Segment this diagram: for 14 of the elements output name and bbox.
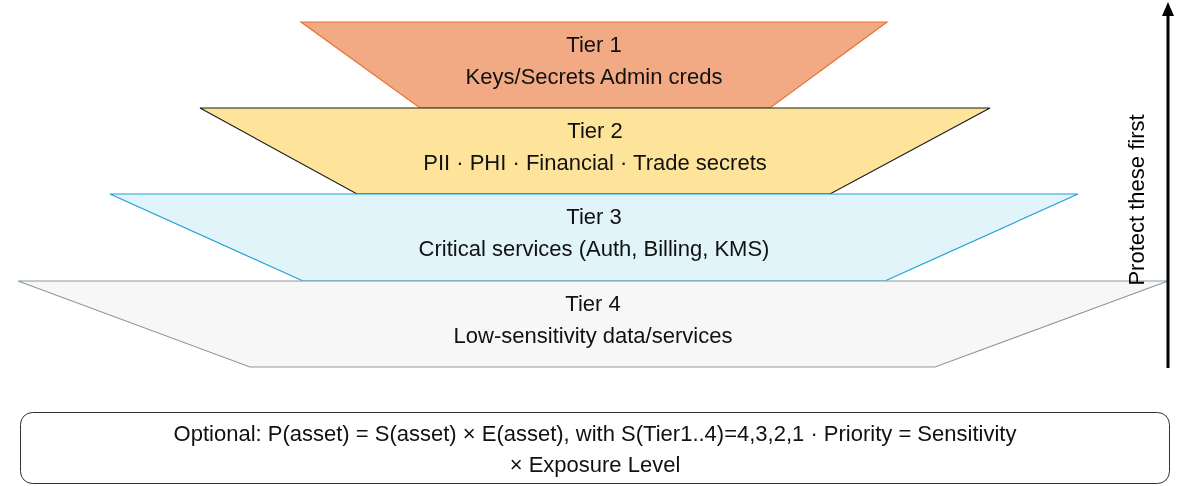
tier-title: Tier 1 [566,32,622,58]
tier-title: Tier 2 [567,118,623,144]
axis-label: Protect these first [1124,114,1150,286]
tier-title: Tier 3 [566,204,622,230]
tier-description: Keys/Secrets Admin creds [465,64,723,90]
tier-description: Critical services (Auth, Billing, KMS) [418,236,770,262]
tier-title: Tier 4 [565,291,621,317]
tier-description: PII · PHI · Financial · Trade secrets [423,150,767,176]
note-box [20,412,1170,484]
tier-band [110,194,1078,281]
tier-description: Low-sensitivity data/services [453,323,733,349]
formula-note: Optional: P(asset) = S(asset) × E(asset), with S(Tier1..4)=4,3,2,1 · Priority = Sensitivity × Exposure Level [172,420,1018,479]
tier-band [200,108,990,194]
tier-band [301,22,887,108]
